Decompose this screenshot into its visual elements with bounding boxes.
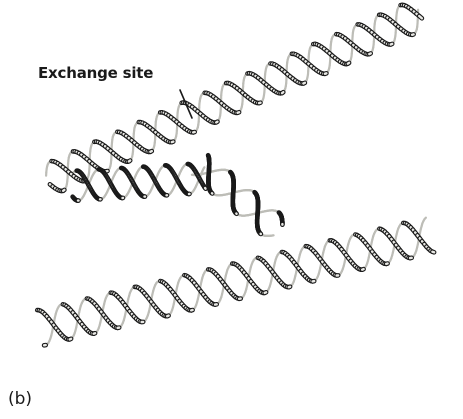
upper-helix-strand-b-front <box>52 5 422 181</box>
upper-helix-strand-a-back <box>64 10 418 190</box>
lower-helix-strand-a-front <box>44 223 434 345</box>
helix-group <box>36 5 434 345</box>
lower-helix-strand-b-back <box>36 218 426 339</box>
exchange-site-label: Exchange site <box>38 64 153 82</box>
branch-right-strand-b-back <box>212 190 273 236</box>
upper-helix-strand-b-back <box>46 5 401 180</box>
upper-helix-strand-a-front <box>50 15 414 191</box>
branch-left-strand-b-front <box>77 165 190 199</box>
panel-label: (b) <box>8 389 32 409</box>
